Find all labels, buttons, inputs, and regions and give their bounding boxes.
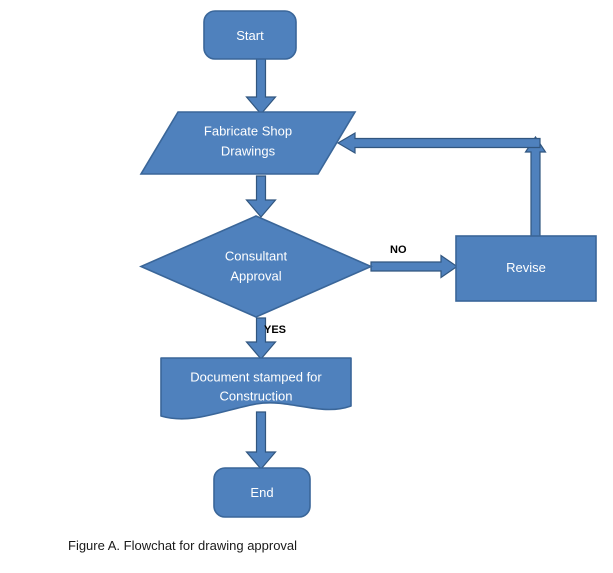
connector-revise-to-fabricate: [336, 131, 547, 238]
node-fabricate-label-line2: Drawings: [221, 143, 276, 158]
node-fabricate[interactable]: Fabricate Shop Drawings: [139, 111, 357, 175]
node-end-shape[interactable]: [213, 467, 311, 518]
connector-fabricate-to-approval: [245, 175, 277, 218]
node-end[interactable]: End: [213, 467, 311, 518]
node-revise-label: Revise: [506, 260, 546, 275]
connector-approval-to-revise: [370, 254, 459, 279]
edge-label-yes: YES: [264, 324, 286, 336]
node-fabricate-shape[interactable]: [139, 111, 357, 175]
figure-caption: Figure A. Flowchat for drawing approval: [68, 538, 298, 553]
node-stamped[interactable]: Document stamped for Construction: [160, 357, 352, 420]
node-end-label: End: [250, 485, 273, 500]
node-start-shape[interactable]: [203, 10, 297, 60]
node-revise-shape[interactable]: [455, 235, 597, 302]
connector-stamped-to-end: [245, 411, 277, 470]
connector-approval-to-stamped: [245, 317, 277, 360]
node-approval[interactable]: Consultant Approval: [139, 215, 373, 318]
node-fabricate-label-line1: Fabricate Shop: [204, 123, 292, 138]
node-stamped-label-line2: Construction: [220, 388, 293, 403]
node-start-label: Start: [236, 28, 264, 43]
node-stamped-shape[interactable]: [160, 357, 352, 420]
connector-start-to-fabricate: [245, 56, 277, 115]
node-approval-label-line2: Approval: [230, 268, 281, 283]
node-approval-shape[interactable]: [139, 215, 373, 318]
node-approval-label-line1: Consultant: [225, 248, 288, 263]
node-revise[interactable]: Revise: [455, 235, 597, 302]
edge-label-no: NO: [390, 244, 407, 256]
node-stamped-label-line1: Document stamped for: [190, 369, 322, 384]
node-start[interactable]: Start: [203, 10, 297, 60]
